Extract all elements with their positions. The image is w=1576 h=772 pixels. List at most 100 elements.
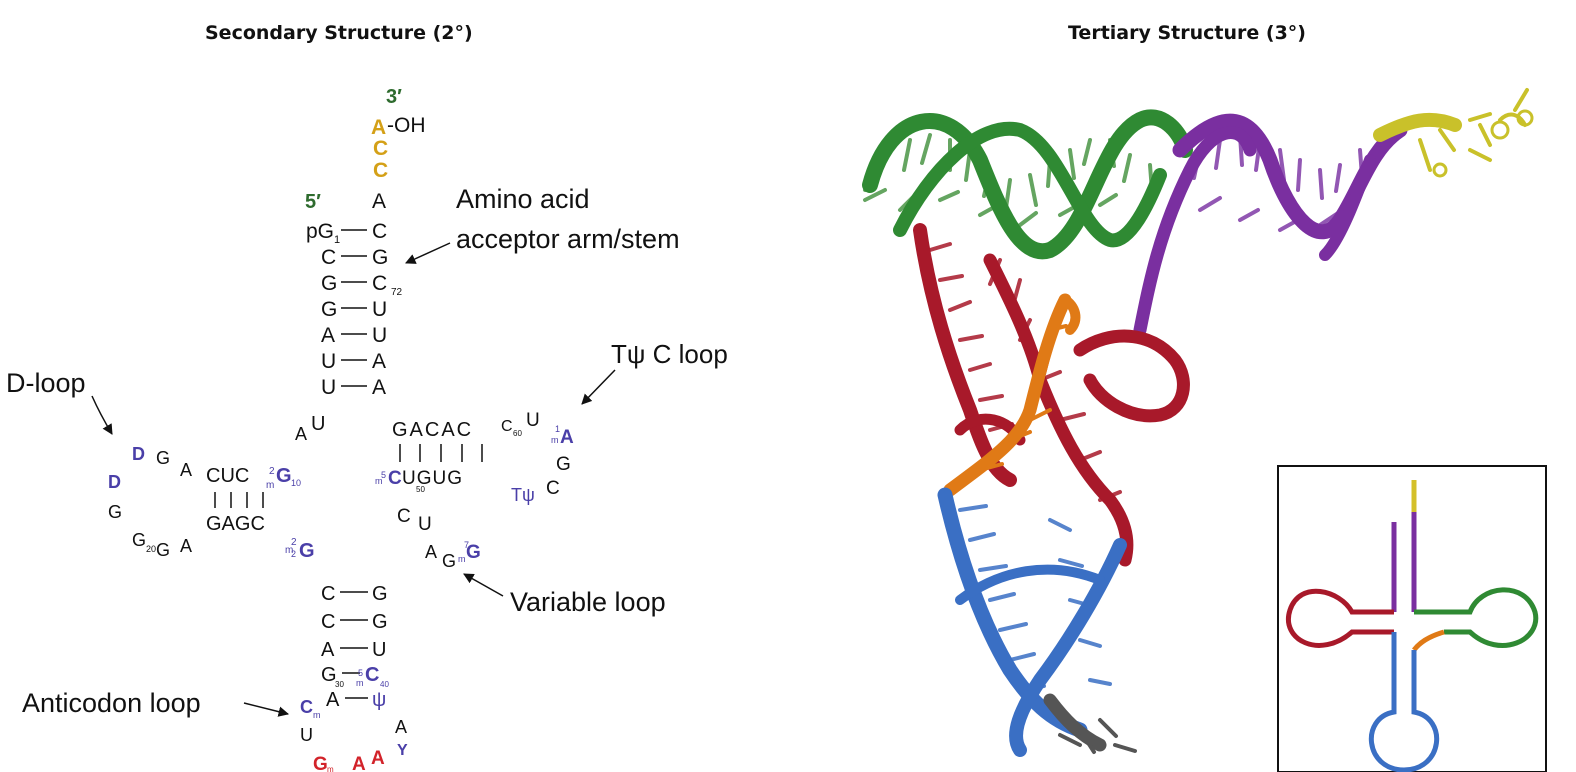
t-loop-t-psi: Tψ <box>511 485 535 505</box>
acceptor-sub-72: 72 <box>391 287 403 298</box>
anticodon-c-mod-pre: m <box>356 678 364 688</box>
d-loop-label: D-loop <box>6 368 86 398</box>
purple-helix <box>1133 113 1408 337</box>
acceptor-left-5: U <box>321 350 336 373</box>
d-arm-bottom-mod-pre: m <box>285 545 293 556</box>
d-arm-top-sub: 10 <box>291 478 301 488</box>
acceptor-right-6: A <box>372 376 386 399</box>
anticodon-loop-a: A <box>395 717 407 737</box>
oh-label: -OH <box>387 114 426 137</box>
d-arm-bottom-mod-sub: 2 <box>291 549 296 559</box>
t-loop-g: G <box>556 454 571 475</box>
acceptor-left-6: U <box>321 376 336 399</box>
variable-loop-label: Variable loop <box>510 587 666 617</box>
acceptor-left-1: C <box>321 246 336 269</box>
amino-acid-arrow <box>405 242 451 264</box>
variable-mod: G <box>466 542 481 563</box>
d-arm-top-mod: G <box>276 465 292 487</box>
anticodon-right-0: G <box>372 583 388 605</box>
three-prime-label: 3′ <box>386 86 402 108</box>
d-loop-d2: D <box>108 472 121 492</box>
anticodon-loop-c: C <box>300 697 313 717</box>
anticodon-right-3: C <box>365 664 379 686</box>
variable-c: C <box>397 506 411 527</box>
d-loop-g3: G <box>132 530 146 550</box>
anticodon-left-3: G <box>321 664 337 686</box>
anticodon-c-sub: 40 <box>380 680 389 689</box>
d-arm: CUC 2 m G 10 GAGC m 2 2 G A G D D G G 20… <box>108 444 315 562</box>
amino-acid-label-line1: Amino acid <box>456 184 590 214</box>
d-arm-bottom: GAGC <box>206 513 265 535</box>
t-loop-c: C <box>501 418 513 435</box>
inset-cloverleaf-schematic <box>1277 465 1547 772</box>
t-loop-arrow <box>581 369 616 405</box>
acceptor-tail-a: A <box>371 116 386 139</box>
acceptor-left-4: A <box>321 324 335 347</box>
acceptor-left-3: G <box>321 298 337 321</box>
t-arm-bottom-sub: 50 <box>416 485 425 494</box>
d-loop-arrow <box>91 395 113 435</box>
acceptor-tail-c1: C <box>373 137 388 160</box>
anticodon-left-2: A <box>321 639 335 661</box>
acceptor-right-0: C <box>372 220 387 243</box>
t-arm-bottom-mod-pre: m <box>375 476 383 486</box>
acceptor-right-3: U <box>372 298 387 321</box>
tertiary-structure-render <box>862 88 1547 772</box>
inset-blue-loop <box>1368 632 1440 772</box>
acceptor-stem: pG 1 C C G G C 72 G U A U U A U A <box>306 220 403 399</box>
anticodon-left-1: C <box>321 611 335 633</box>
t-loop-u: U <box>526 410 540 431</box>
anticodon-c-mod-sup: 5 <box>358 668 363 678</box>
anticodon-loop-arrow <box>243 702 290 717</box>
orange-strand <box>943 293 1081 497</box>
t-loop-a: A <box>560 427 574 448</box>
variable-a: A <box>425 542 437 562</box>
variable-mod-pre: m <box>458 554 466 564</box>
inset-orange-link <box>1412 629 1445 652</box>
junction-a: A <box>295 424 307 444</box>
d-arm-bottom-mod-sup: 2 <box>291 537 297 548</box>
acceptor-left-2: G <box>321 272 337 295</box>
acceptor-right-1: G <box>372 246 388 269</box>
t-loop-label: Tψ C loop <box>611 339 728 369</box>
t-arm-bottom-mod-sup: 5 <box>381 470 386 480</box>
acceptor-tail-a2: A <box>372 190 386 213</box>
t-arm-top: GACAC <box>392 419 473 441</box>
t-arm-bottom: UGUG <box>402 468 463 489</box>
anticodon-right-2: U <box>372 639 386 661</box>
d-loop-d1: D <box>132 444 145 464</box>
anticodon-g-sub-m: m <box>327 765 334 772</box>
anticodon-a1: A <box>352 754 366 772</box>
anticodon-loop-y: Y <box>397 742 408 759</box>
acceptor-right-2: C <box>372 272 387 295</box>
blue-helix <box>937 487 1127 757</box>
variable-u: U <box>418 514 432 535</box>
d-loop-a2: A <box>180 536 192 556</box>
green-helix <box>862 109 1193 260</box>
five-prime-label: 5′ <box>305 191 321 213</box>
d-loop-a1: A <box>180 460 192 480</box>
t-arm: GACAC C 60 U 1 m A G C Tψ m 5 C UGUG 50 <box>375 410 574 505</box>
anticodon-left-4: A <box>326 689 340 711</box>
anticodon-a2: A <box>371 748 385 769</box>
acceptor-left-0: pG <box>306 220 334 243</box>
anticodon-loop: C m U A Y G m A A <box>300 697 408 772</box>
junction-u: U <box>311 413 325 435</box>
acceptor-right-5: A <box>372 350 386 373</box>
tertiary-structure-title: Tertiary Structure (3°) <box>1068 22 1306 44</box>
anticodon-g-sub: 30 <box>335 680 344 689</box>
anticodon-right-4: ψ <box>372 689 386 711</box>
variable-mod-sup: 7 <box>464 540 469 550</box>
variable-loop-arrow <box>463 573 504 597</box>
d-arm-top-mod-sup: 2 <box>269 466 275 477</box>
amino-acid-label-line2: acceptor arm/stem <box>456 224 680 254</box>
inset-green-loop <box>1414 587 1539 648</box>
d-loop-g1: G <box>156 448 170 468</box>
d-arm-bottom-mod: G <box>299 540 315 562</box>
d-loop-g2: G <box>108 502 122 522</box>
anticodon-g: G <box>313 754 328 772</box>
anticodon-left-0: C <box>321 583 335 605</box>
acceptor-tail-c2: C <box>373 159 388 182</box>
variable-g: G <box>442 551 456 571</box>
